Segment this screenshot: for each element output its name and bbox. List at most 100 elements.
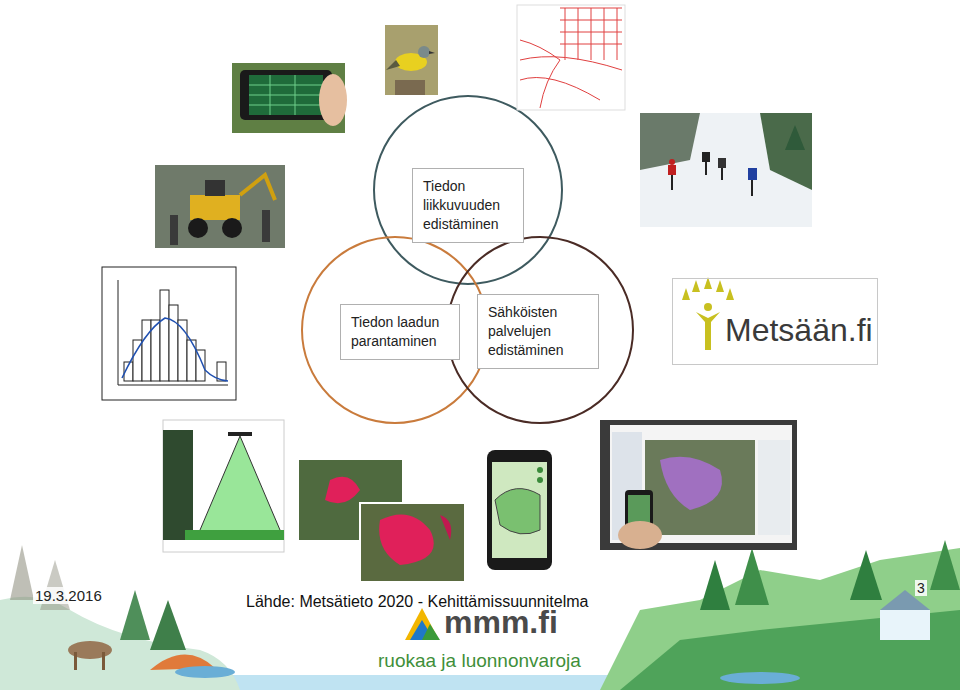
satellite-images-part [360, 503, 465, 582]
forest-machine-photo [155, 165, 285, 248]
mobile-map-photo-part [487, 450, 552, 570]
footer-landscape-part [102, 652, 105, 670]
skiers-photo-part [669, 159, 675, 165]
bird-photo-part [395, 80, 425, 95]
venn-text-box: Sähköisten palvelujen edistäminen [477, 294, 599, 369]
phone-photo-part [240, 70, 332, 120]
phone-photo-part [249, 75, 323, 115]
forest-machine-photo-part [205, 180, 225, 196]
skiers-photo-part [672, 152, 752, 196]
mmm-logo-mark-part [405, 608, 439, 640]
logo-text: Metsään.fi [725, 313, 871, 348]
footer-landscape-part [0, 597, 240, 690]
skiers-photo-part [718, 158, 726, 168]
map-image-part [520, 8, 622, 108]
lidar-illustration-part [185, 530, 284, 540]
footer-landscape-part [120, 590, 150, 640]
histogram-chart-part [122, 318, 228, 381]
footer-landscape-part [700, 560, 730, 610]
histogram-chart-part [169, 305, 178, 381]
histogram-chart-part [102, 267, 236, 400]
forest-machine-photo-part [262, 210, 270, 242]
forest-machine-photo-part [222, 218, 242, 238]
venn-circles [302, 96, 633, 423]
metsaan-logo-mark-part [692, 280, 700, 292]
skiers-photo-part [748, 168, 757, 180]
footer-landscape-part [150, 600, 186, 650]
logo-box: Metsään.fi [672, 278, 878, 365]
venn-circles-part [374, 96, 562, 284]
lidar-illustration-part [163, 420, 284, 552]
phone-photo [232, 63, 347, 133]
venn-text-box: Tiedon liikkuvuuden edistäminen [412, 168, 524, 243]
gis-screen-photo-part [660, 457, 722, 510]
mmm-logo-mark-part [422, 624, 440, 640]
skiers-photo [640, 113, 812, 227]
skiers-photo-part [640, 113, 812, 227]
histogram-chart-part [124, 290, 226, 381]
mobile-map-photo-part [537, 467, 543, 473]
mobile-map-photo-part [537, 477, 543, 483]
footer-landscape-part [850, 550, 882, 600]
lidar-illustration-part [228, 432, 252, 436]
histogram-chart-part [160, 290, 169, 381]
satellite-images-part [440, 515, 451, 540]
lidar-illustration-part [200, 436, 280, 530]
mobile-map-photo-part [492, 462, 547, 558]
gis-screen-photo-part [618, 521, 662, 549]
satellite-images [299, 460, 465, 582]
lidar-illustration-part [200, 436, 280, 530]
histogram-chart-part [118, 280, 228, 385]
forest-machine-photo-part [240, 175, 275, 200]
forest-machine-photo-part [155, 165, 285, 248]
map-image [517, 5, 625, 110]
mobile-map-photo-part [495, 489, 540, 534]
bird-photo-part [429, 51, 435, 54]
metsaan-logo-mark-part [696, 312, 720, 350]
footer-landscape-part [600, 548, 960, 690]
histogram-chart [102, 267, 236, 400]
box-text: Tiedon laadun parantaminen [351, 313, 449, 351]
metsaan-logo-mark-part [726, 288, 734, 300]
venn-circles-part [447, 237, 633, 423]
mmm-logo-mark [405, 608, 440, 640]
skiers-photo-part [668, 165, 676, 175]
box-text: Tiedon liikkuvuuden edistäminen [423, 177, 513, 234]
satellite-images-part [325, 477, 360, 504]
bird-photo-part [386, 60, 400, 70]
bird-photo-part [418, 46, 430, 58]
footer-landscape-part [720, 672, 800, 684]
metsaan-logo-mark-part [682, 288, 690, 300]
forest-machine-photo-part [188, 218, 208, 238]
date-label: 19.3.2016 [33, 587, 104, 604]
footer-landscape-part [735, 548, 769, 605]
forest-machine-photo-part [190, 195, 240, 220]
histogram-chart-part [133, 340, 142, 381]
gis-screen-photo-part [600, 420, 797, 550]
venn-text-box: Tiedon laadun parantaminen [340, 304, 460, 360]
phone-photo-part [319, 74, 347, 126]
lidar-illustration-part [163, 430, 193, 540]
gis-screen-photo [600, 420, 797, 550]
skiers-photo-part [785, 125, 805, 150]
footer-landscape-part [880, 610, 930, 640]
gis-screen-photo-part [758, 440, 790, 535]
footer-landscape-part [620, 610, 960, 690]
phone-photo-part [249, 75, 323, 115]
skiers-photo-part [760, 113, 812, 190]
metsaan-logo-mark-part [704, 303, 712, 311]
page-number: 3 [915, 580, 927, 596]
skiers-photo-part [640, 113, 700, 170]
lidar-illustration [163, 420, 284, 552]
footer-landscape-part [10, 545, 34, 600]
venn-circles-part [302, 237, 488, 423]
mobile-map-photo [487, 450, 552, 570]
box-text: Sähköisten palvelujen edistäminen [488, 303, 588, 360]
footer-landscape-part [930, 540, 960, 590]
histogram-chart-part [142, 320, 151, 381]
bird-photo [385, 25, 438, 95]
footer-landscape-part [74, 652, 77, 670]
forest-machine-photo-part [170, 215, 178, 245]
skiers-photo-part [702, 152, 710, 162]
map-image-part [517, 5, 625, 110]
